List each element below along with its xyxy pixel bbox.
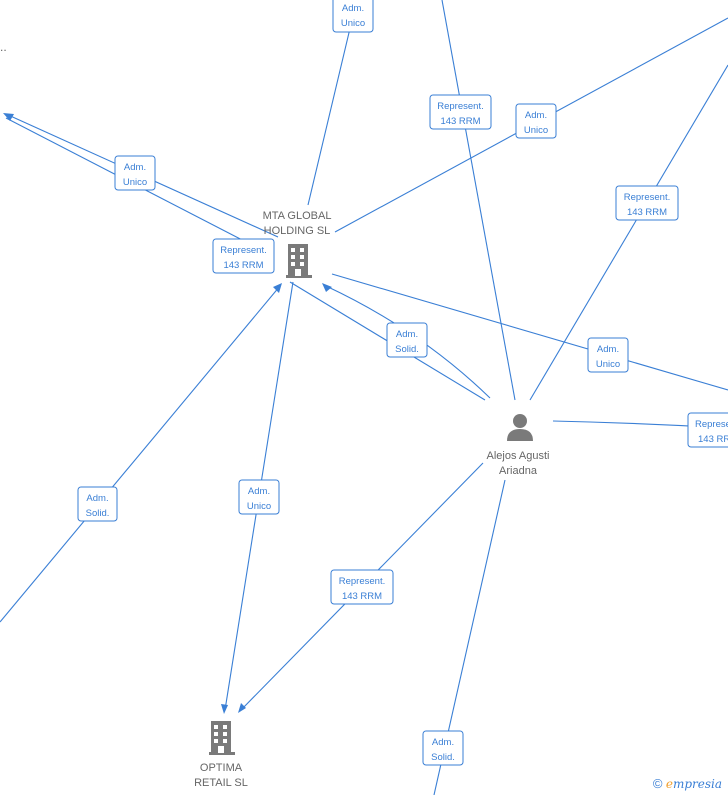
brand-logo-text: mpresia — [672, 777, 722, 791]
svg-text:Unico: Unico — [247, 501, 271, 512]
svg-text:Represent.: Represent. — [220, 245, 266, 256]
copyright-icon: © — [652, 776, 663, 791]
edge-label[interactable]: Represent. 143 RRM — [429, 94, 492, 130]
node-label-line2: HOLDING SL — [264, 225, 331, 237]
edge-mta-top — [307, 19, 353, 206]
node-label-line1: MTA GLOBAL — [263, 210, 332, 222]
svg-text:Adm.: Adm. — [86, 493, 108, 504]
svg-text:Adm.: Adm. — [124, 162, 146, 173]
svg-text:Unico: Unico — [123, 177, 147, 188]
svg-text:Adm.: Adm. — [342, 3, 364, 14]
svg-text:143 RRM: 143 RRM — [440, 116, 480, 127]
node-label-line1: OPTIMA — [200, 762, 243, 774]
edge-label[interactable]: Adm. Solid. — [386, 322, 428, 358]
arrowheads — [3, 113, 332, 714]
truncated-label: .. — [0, 40, 7, 54]
edge-label[interactable]: Adm. Unico — [332, 0, 374, 33]
svg-text:143 RRM: 143 RRM — [627, 207, 667, 218]
edge-alejos-right-upper — [529, 64, 728, 401]
svg-text:Unico: Unico — [596, 359, 620, 370]
edge-label[interactable]: Adm. Solid. — [422, 730, 464, 766]
edge-label[interactable]: Adm. Unico — [515, 103, 557, 139]
arrowhead — [3, 113, 14, 121]
edge-label[interactable]: Adm. Unico — [238, 479, 280, 515]
arrowhead — [322, 283, 332, 292]
brand-footer: © empresia — [653, 776, 722, 791]
svg-text:Adm.: Adm. — [396, 329, 418, 340]
building-icon — [286, 244, 312, 278]
svg-text:Represent.: Represent. — [437, 101, 483, 112]
node-label-line2: RETAIL SL — [194, 777, 248, 789]
svg-text:Solid.: Solid. — [395, 344, 419, 355]
svg-text:143 RRM: 143 RRM — [223, 260, 263, 271]
node-alejos-agusti-ariadna[interactable]: Alejos Agusti Ariadna — [487, 414, 550, 477]
svg-text:143 RRM: 143 RRM — [342, 591, 382, 602]
edge-labels: Adm. Unico Represent. 143 RRM Adm. Unico… — [77, 0, 728, 766]
arrowhead — [238, 703, 246, 713]
building-icon — [209, 721, 235, 755]
node-optima-retail[interactable]: OPTIMA RETAIL SL — [194, 721, 248, 789]
node-label-line1: Alejos Agusti — [487, 450, 550, 462]
edge-alejos-top — [441, 0, 516, 401]
edge-label[interactable]: Adm. Unico — [114, 155, 156, 191]
svg-text:Adm.: Adm. — [597, 344, 619, 355]
svg-text:Adm.: Adm. — [525, 110, 547, 121]
edge-left-to-mta — [0, 285, 281, 623]
svg-text:Unico: Unico — [341, 18, 365, 29]
svg-text:Unico: Unico — [524, 125, 548, 136]
edge-label[interactable]: Adm. Unico — [587, 337, 629, 373]
arrowhead — [221, 704, 228, 714]
node-mta-global-holding[interactable]: MTA GLOBAL HOLDING SL — [263, 210, 332, 278]
svg-text:Represent.: Represent. — [339, 576, 385, 587]
brand-logo-initial: e — [665, 777, 673, 791]
edge-label[interactable]: Represent. 143 RRM — [330, 569, 394, 605]
edge-label[interactable]: Represent. 143 RRM — [615, 185, 679, 221]
arrowhead — [273, 283, 282, 293]
node-label-line2: Ariadna — [499, 465, 538, 477]
svg-text:Solid.: Solid. — [86, 508, 110, 519]
svg-text:Represent.: Represent. — [695, 419, 728, 430]
edge-label[interactable]: Represent. 143 RRM — [212, 238, 275, 274]
edge-label[interactable]: Represent. 143 RRM — [687, 412, 728, 448]
svg-text:Adm.: Adm. — [248, 486, 270, 497]
svg-text:Represent.: Represent. — [624, 192, 670, 203]
person-icon — [507, 414, 533, 441]
svg-text:143 RRM: 143 RRM — [698, 434, 728, 445]
edge-mta-right — [331, 273, 728, 391]
svg-text:Adm.: Adm. — [432, 737, 454, 748]
edge-label[interactable]: Adm. Solid. — [77, 486, 118, 522]
svg-text:Solid.: Solid. — [431, 752, 455, 763]
